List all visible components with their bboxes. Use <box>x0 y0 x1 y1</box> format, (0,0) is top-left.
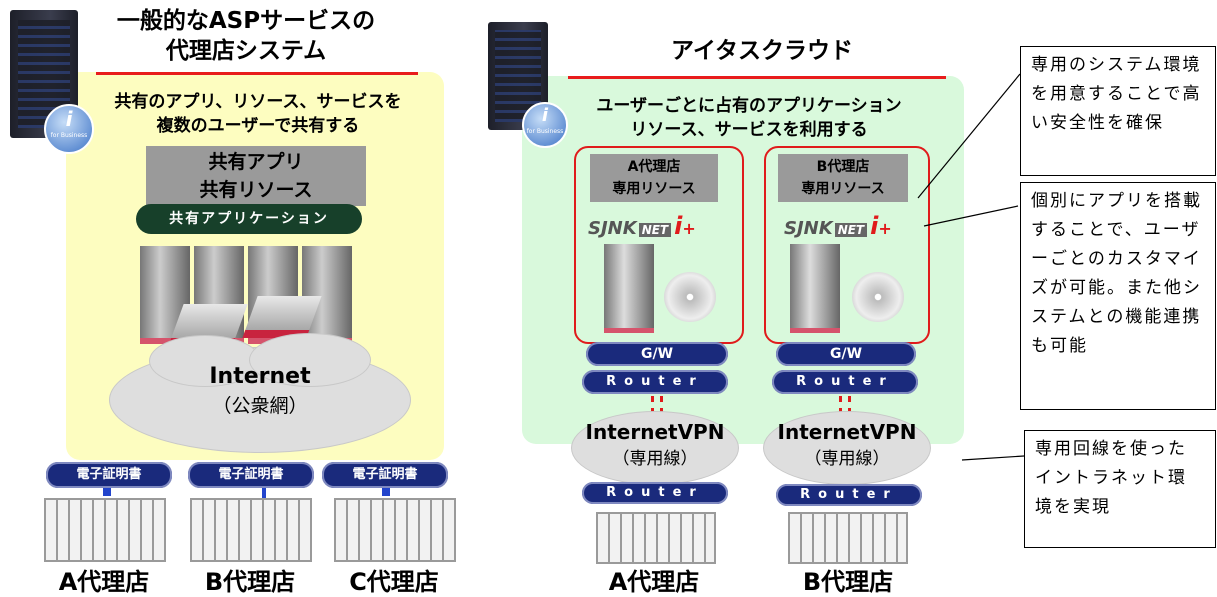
cloud-puff <box>250 334 370 386</box>
disk-stack-icon <box>852 272 904 322</box>
link-line <box>103 488 111 496</box>
vpn-cloud-a <box>572 412 738 484</box>
router-pill-b-top: Router <box>772 370 918 394</box>
left-title-underline <box>96 72 418 75</box>
callout-security: 専用のシステム環境を用意することで高い安全性を確保 <box>1020 46 1216 176</box>
gw-pill-b: G/W <box>776 342 916 366</box>
gw-pill-a: G/W <box>586 342 728 366</box>
right-subtitle: ユーザーごとに占有のアプリケーション リソース、サービスを利用する <box>596 96 902 140</box>
keyboard-icon <box>596 512 716 564</box>
agency-a-resource-box: A代理店 専用リソース <box>590 154 718 202</box>
disk-stack-icon <box>664 272 716 322</box>
agency-label-c: C代理店 <box>349 568 439 596</box>
right-title-underline <box>568 76 946 79</box>
callout-leader-3 <box>961 455 1025 461</box>
ibm-i-badge-icon: i for Business <box>44 104 94 154</box>
router-pill-a-top: Router <box>582 370 728 394</box>
keyboard-icon <box>190 498 312 562</box>
router-pill-b-bottom: Router <box>776 484 922 506</box>
left-subtitle: 共有のアプリ、リソース、サービスを 複数のユーザーで共有する <box>114 92 402 136</box>
agency-label-a: A代理店 <box>58 568 150 596</box>
agency-label-right-a: A代理店 <box>608 568 700 596</box>
keyboard-icon <box>44 498 166 562</box>
server-icon <box>604 244 654 333</box>
dashed-link <box>651 396 663 414</box>
agency-label-right-b: B代理店 <box>802 568 894 596</box>
vpn-cloud-a-label: InternetVPN （専用線） <box>585 420 725 469</box>
callout-leader-1 <box>917 73 1021 199</box>
left-title: 一般的なASPサービスの 代理店システム <box>116 8 376 64</box>
keyboard-icon <box>334 498 456 562</box>
vpn-cloud-b <box>764 412 930 484</box>
cert-pill-a: 電子証明書 <box>46 462 172 488</box>
callout-customize: 個別にアプリを搭載することで、ユーザーごとのカスタマイズが可能。また他システムと… <box>1020 182 1216 410</box>
link-line <box>382 488 390 496</box>
callout-leader-2 <box>923 205 1019 227</box>
internet-cloud-label: Internet （公衆網） <box>209 364 311 417</box>
keyboard-icon <box>788 512 908 564</box>
agency-label-b: B代理店 <box>204 568 296 596</box>
link-line <box>262 488 266 498</box>
shared-resource-box: 共有アプリ 共有リソース <box>146 146 366 206</box>
ibm-i-badge-icon: i for Business <box>522 102 568 148</box>
right-title: アイタスクラウド <box>671 38 853 64</box>
agency-b-resource-box: B代理店 専用リソース <box>778 154 908 202</box>
cloud-puff <box>150 336 260 386</box>
cert-pill-c: 電子証明書 <box>322 462 448 488</box>
cert-pill-b: 電子証明書 <box>188 462 314 488</box>
callout-intranet: 専用回線を使ったイントラネット環境を実現 <box>1024 430 1216 548</box>
server-icon <box>790 244 840 333</box>
router-pill-a-bottom: Router <box>582 482 728 504</box>
vpn-cloud-b-label: InternetVPN （専用線） <box>777 420 917 469</box>
shared-app-pill: 共有アプリケーション <box>136 204 362 234</box>
dashed-link <box>839 396 851 414</box>
